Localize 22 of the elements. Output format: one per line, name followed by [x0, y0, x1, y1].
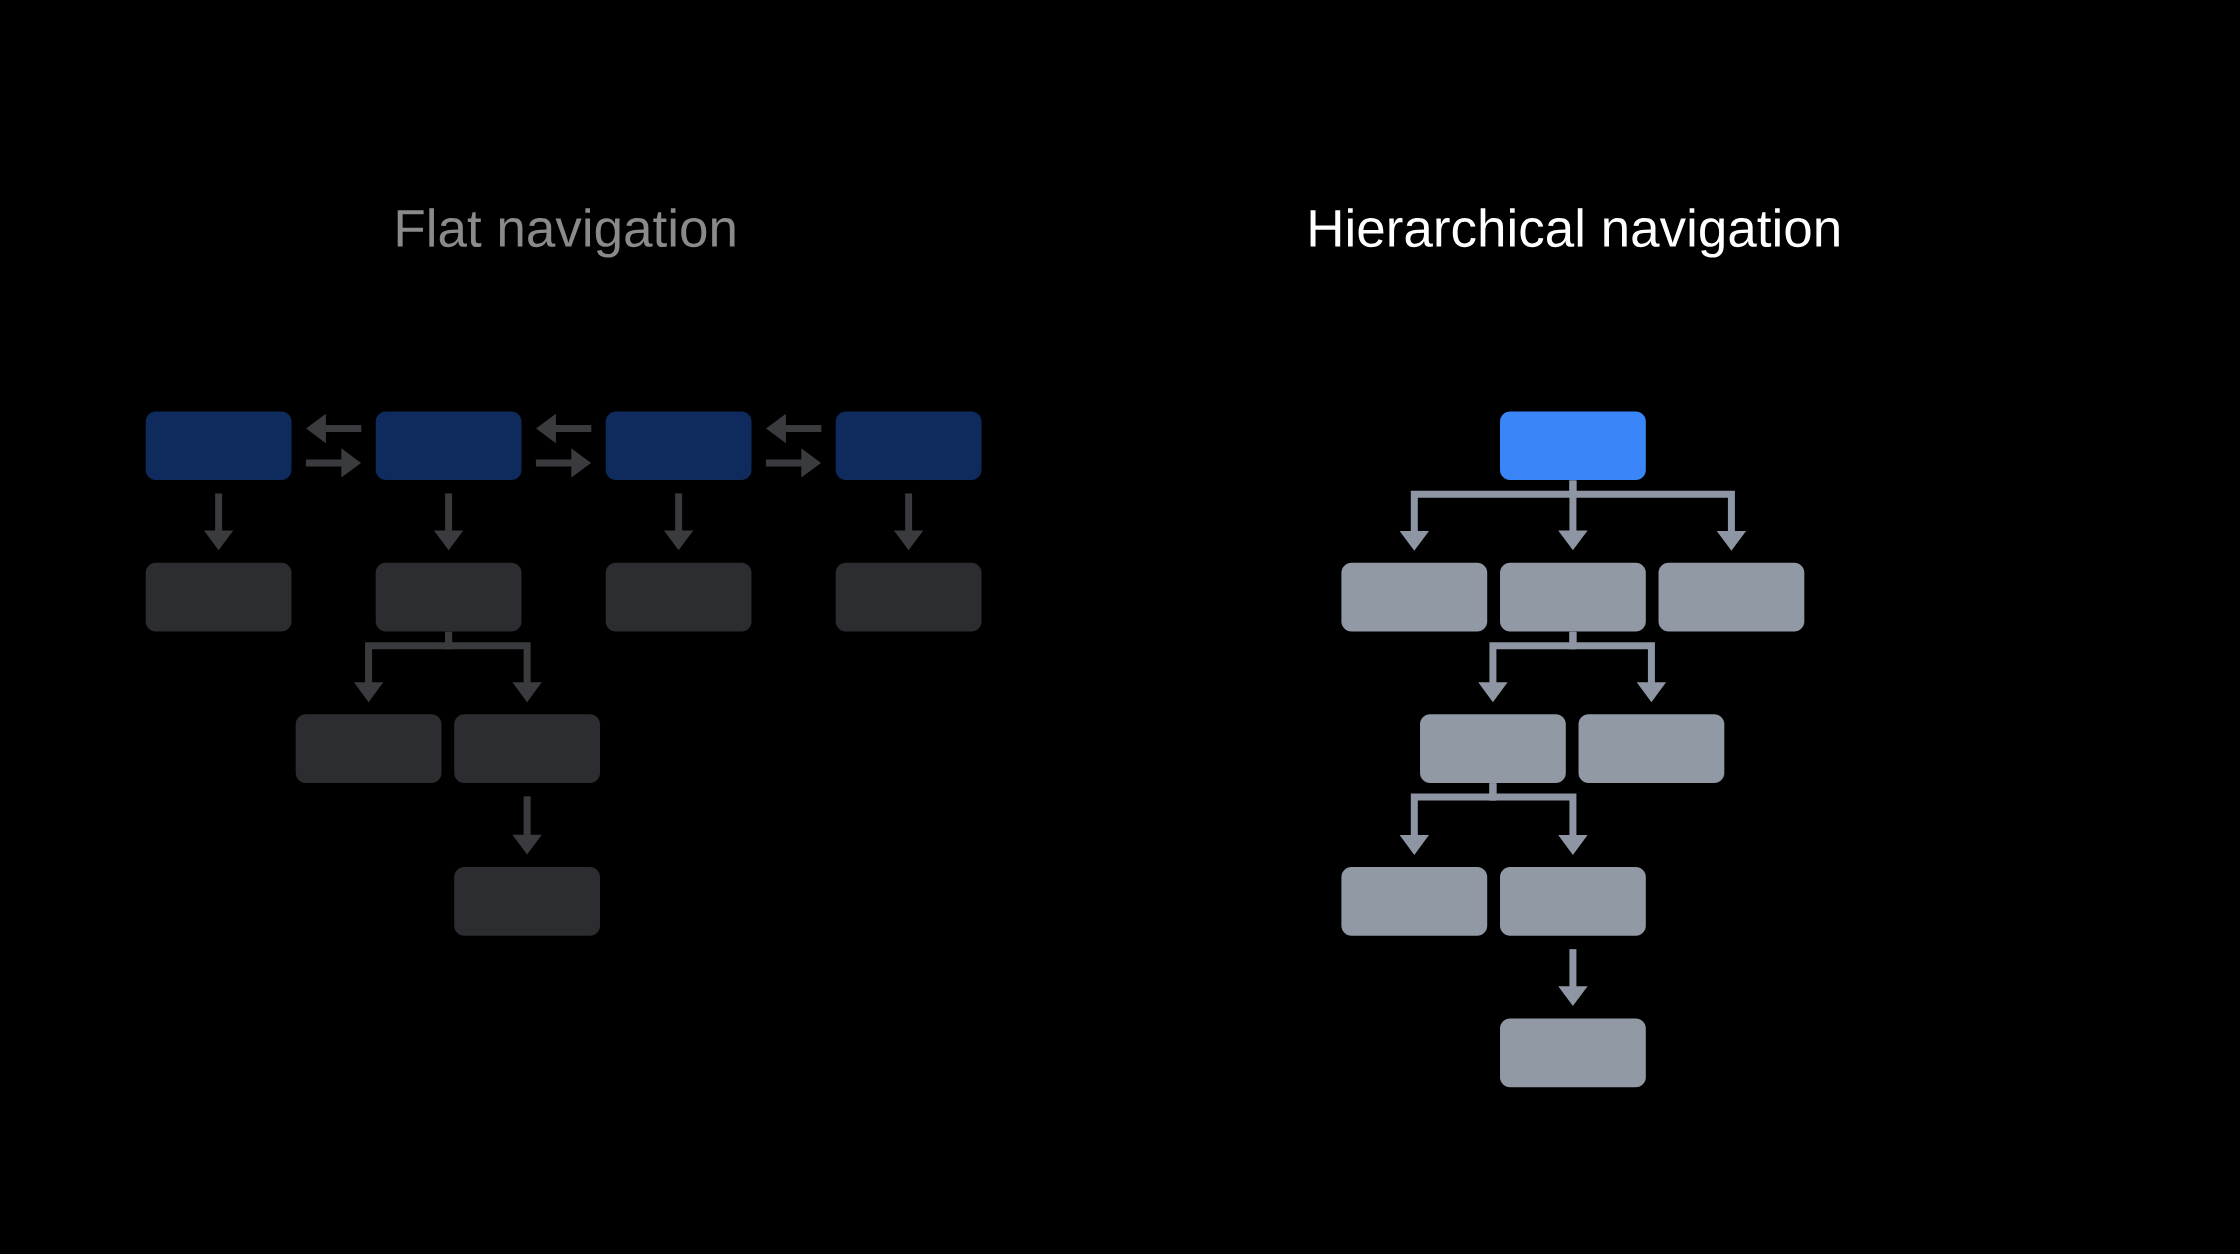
heading: Flat navigation — [397, 208, 735, 258]
screen-box — [1500, 562, 1646, 632]
screen-box — [1500, 411, 1646, 480]
screen-box — [454, 714, 600, 783]
screen-box — [1500, 1018, 1646, 1088]
screen-box — [1578, 714, 1725, 783]
screen-box — [605, 411, 752, 480]
screen-box — [1658, 562, 1805, 632]
screen-box — [375, 562, 522, 632]
screen-box — [145, 411, 292, 480]
screen-box — [605, 562, 752, 632]
screen-box — [295, 714, 442, 783]
screen-box — [1420, 714, 1566, 783]
heading: Hierarchical navigation — [1310, 208, 1839, 258]
screen-box — [145, 562, 292, 632]
screen-box — [1341, 562, 1488, 632]
screen-box — [1500, 867, 1646, 936]
screen-box — [1341, 867, 1488, 936]
screen-box — [835, 411, 982, 480]
screen-box — [454, 867, 600, 936]
screen-box — [375, 411, 522, 480]
screen-box — [835, 562, 982, 632]
